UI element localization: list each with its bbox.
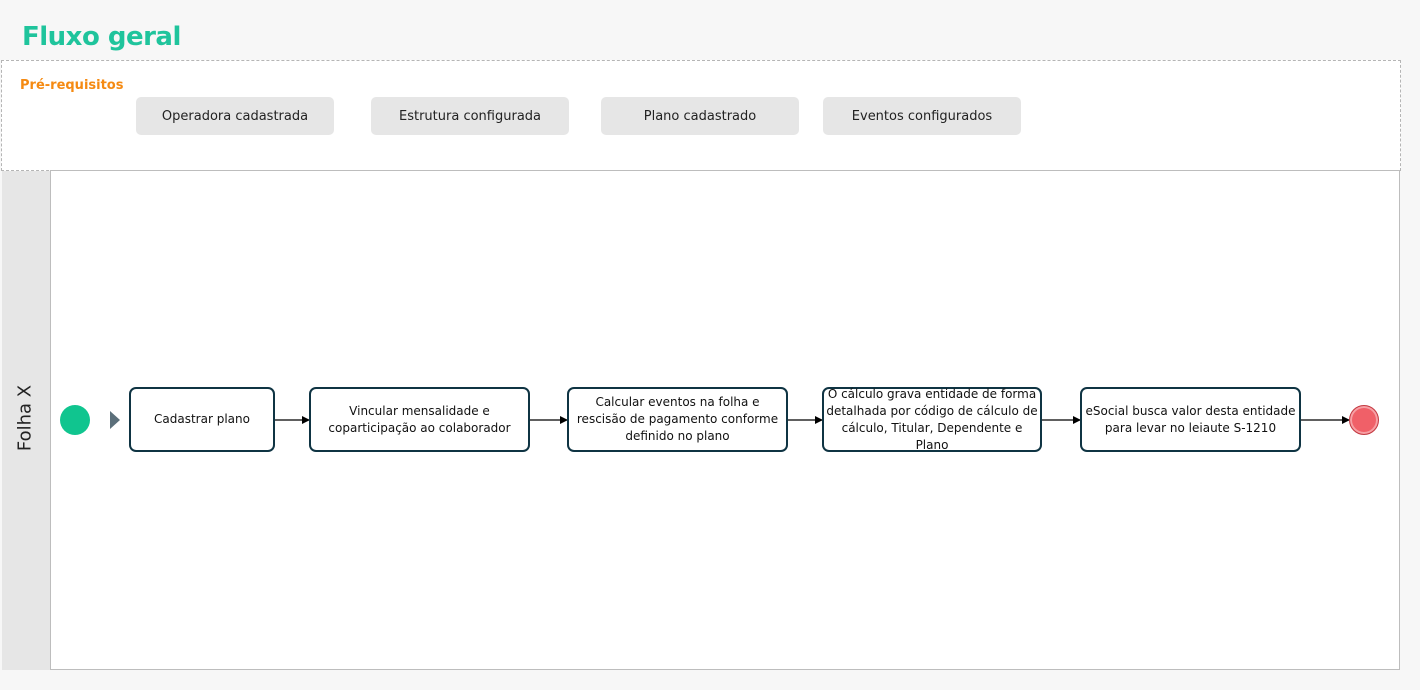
task-calcular-eventos[interactable]: Calcular eventos na folha e rescisão de …: [567, 387, 788, 452]
prereq-eventos-configurados[interactable]: Eventos configurados: [823, 97, 1021, 135]
prereq-plano-cadastrado[interactable]: Plano cadastrado: [601, 97, 799, 135]
task-vincular-mensalidade[interactable]: Vincular mensalidade e coparticipação ao…: [309, 387, 530, 452]
lane-header: [2, 171, 50, 670]
task-calculo-grava-entidade[interactable]: O cálculo grava entidade de forma detalh…: [822, 387, 1042, 452]
prereq-estrutura-configurada[interactable]: Estrutura configurada: [371, 97, 569, 135]
prereq-operadora-cadastrada[interactable]: Operadora cadastrada: [136, 97, 334, 135]
prerequisites-label: Pré-requisitos: [20, 78, 124, 93]
play-icon: [110, 411, 120, 429]
task-esocial-busca-valor[interactable]: eSocial busca valor desta entidade para …: [1080, 387, 1301, 452]
page-title: Fluxo geral: [22, 22, 181, 52]
start-event[interactable]: [60, 405, 90, 435]
end-event[interactable]: [1349, 405, 1379, 435]
prerequisites-panel: Pré-requisitos Operadora cadastrada Estr…: [1, 60, 1401, 171]
task-cadastrar-plano[interactable]: Cadastrar plano: [129, 387, 275, 452]
